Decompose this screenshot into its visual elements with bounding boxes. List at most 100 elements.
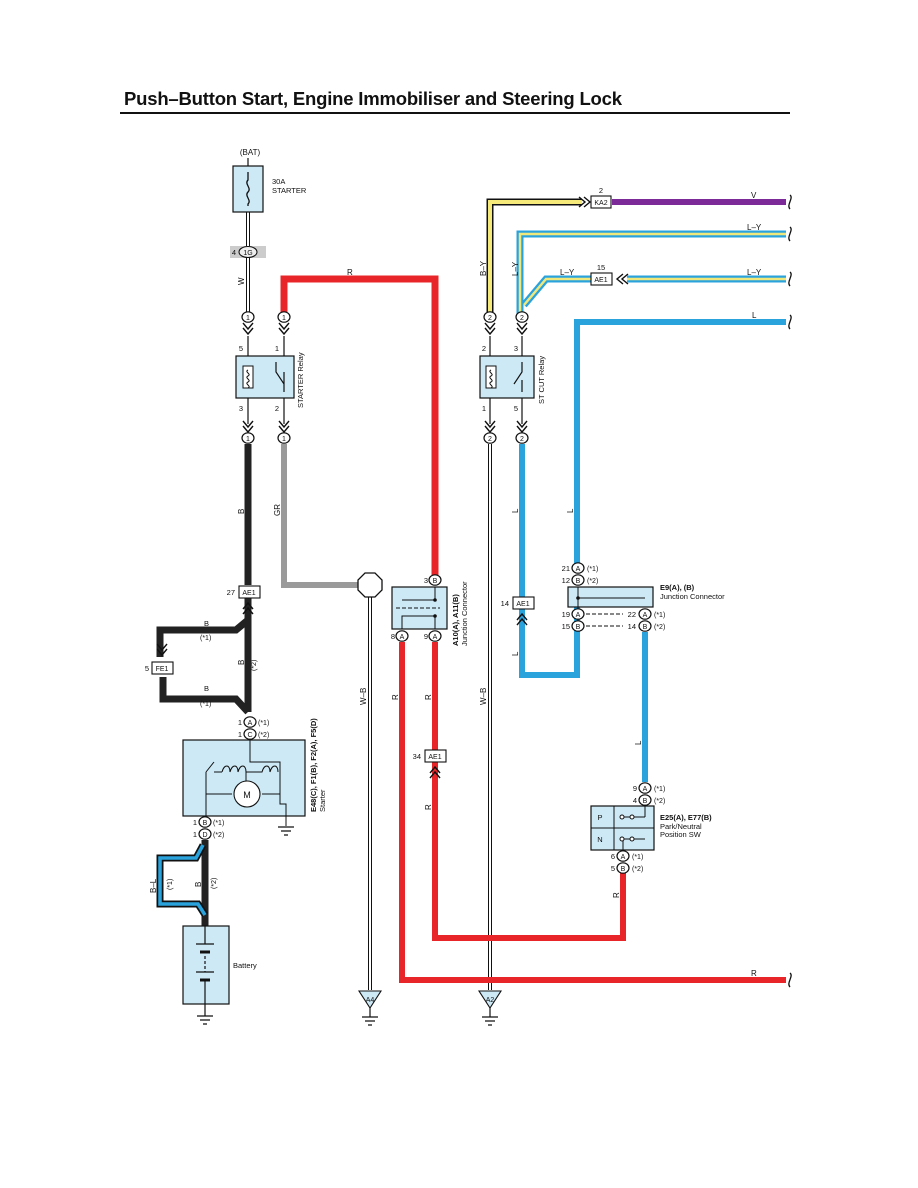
starter: A 1 (*1) C 1 (*2) M B 1 (*1) D 1 (*2) E4… — [182, 716, 327, 840]
starter-relay: 1 1 5 1 3 2 1 1 STARTER Relay — [235, 311, 305, 444]
ground-a2-label: A2 — [486, 997, 495, 1004]
svg-text:1: 1 — [282, 436, 286, 443]
starter-relay-name: STARTER Relay — [296, 352, 305, 408]
svg-text:(*1): (*1) — [167, 879, 174, 890]
wire-l-st — [519, 444, 580, 678]
pn-position-p: P — [597, 813, 602, 822]
starter-id: E48(C), F1(B), F2(A), F5(D) — [309, 718, 318, 812]
junction-a10-name: Junction Connector — [460, 581, 469, 646]
svg-text:(*2): (*2) — [258, 732, 269, 739]
svg-text:2: 2 — [488, 315, 492, 322]
wire-label-bl: B–L — [149, 878, 158, 893]
fuse-icon — [246, 172, 250, 206]
page-title: Push–Button Start, Engine Immobiliser an… — [124, 88, 622, 109]
motor-label: M — [243, 790, 251, 800]
svg-text:A: A — [576, 612, 581, 619]
starter-relay-pin-1: 1 — [275, 344, 279, 353]
svg-text:B: B — [643, 798, 648, 805]
wire-l-right — [574, 319, 786, 566]
svg-text:9: 9 — [633, 784, 637, 793]
st-cut-relay-name: ST CUT Relay — [537, 356, 546, 404]
svg-text:19: 19 — [562, 610, 570, 619]
wire-bl — [156, 843, 208, 917]
starter-name: Starter — [318, 789, 327, 812]
connector-ka2-pin: 2 — [599, 186, 603, 195]
svg-text:15: 15 — [562, 622, 570, 631]
svg-text:B: B — [576, 624, 581, 631]
svg-text:(*2): (*2) — [587, 578, 598, 585]
svg-text:A: A — [643, 786, 648, 793]
wire-label-r-top: R — [347, 268, 353, 277]
svg-text:A: A — [643, 612, 648, 619]
connector-1g-pin: 4 — [232, 248, 236, 257]
connector-ae1-r: AE1 34 — [413, 749, 447, 779]
svg-text:4: 4 — [633, 796, 637, 805]
wire-label-b-branch1: B — [204, 619, 209, 628]
connector-ka2-label: KA2 — [594, 200, 607, 207]
svg-text:1: 1 — [282, 315, 286, 322]
svg-text:D: D — [202, 832, 207, 839]
connector-ae1-st: AE1 14 — [501, 596, 535, 626]
junction-e9: A 21 (*1) B 12 (*2) A 19 22 A (*1) B 15 … — [562, 562, 725, 632]
svg-text:9: 9 — [424, 632, 428, 641]
svg-text:(*1): (*1) — [654, 612, 665, 619]
starter-relay-pin-3: 3 — [239, 404, 243, 413]
splice-point — [357, 572, 383, 598]
wire-label-ly-right2: L–Y — [747, 268, 762, 277]
svg-text:2: 2 — [520, 315, 524, 322]
wire-label-r-a9: R — [424, 694, 433, 700]
connector-ae1-st-label: AE1 — [516, 601, 529, 608]
svg-text:A: A — [400, 634, 405, 641]
connector-1g: 4 1G — [230, 245, 266, 259]
title-rule — [120, 112, 790, 114]
wire-label-r-a8: R — [391, 694, 400, 700]
wire-label-w: W — [237, 277, 246, 285]
wire-label-gr: GR — [273, 504, 282, 516]
wire-label-ly-mid: L–Y — [560, 268, 575, 277]
svg-text:A: A — [621, 854, 626, 861]
park-neutral-switch: A 9 (*1) B 4 (*2) P N A 6 (*1) B 5 (*2) … — [590, 782, 712, 874]
wire-r-a8 — [399, 642, 786, 983]
connector-ae1-top-label: AE1 — [594, 277, 607, 284]
park-neutral-id: E25(A), E77(B) — [660, 813, 712, 822]
wire-gr — [281, 444, 358, 588]
wire-label-r-bottom: R — [751, 969, 757, 978]
wire-label-l-st: L — [511, 508, 520, 513]
wire-ly — [516, 230, 786, 315]
svg-text:22: 22 — [628, 610, 636, 619]
svg-text:(*1): (*1) — [632, 854, 643, 861]
svg-text:B: B — [576, 578, 581, 585]
svg-text:(*1): (*1) — [587, 566, 598, 573]
connector-ae1-r-label: AE1 — [428, 754, 441, 761]
wire-by — [486, 198, 582, 315]
svg-text:A: A — [248, 720, 253, 727]
svg-text:1: 1 — [246, 436, 250, 443]
svg-text:1: 1 — [193, 818, 197, 827]
svg-text:12: 12 — [562, 576, 570, 585]
connector-1g-label: 1G — [243, 250, 252, 257]
fuse-name: STARTER — [272, 186, 307, 195]
note-branch1: (*1) — [200, 635, 211, 642]
connector-ae1-starter-label: AE1 — [242, 590, 255, 597]
park-neutral-name2: Position SW — [660, 830, 702, 839]
starter-relay-pin-2: 2 — [275, 404, 279, 413]
svg-text:8: 8 — [391, 632, 395, 641]
svg-text:3: 3 — [424, 576, 428, 585]
st-cut-relay-pin-1: 1 — [482, 404, 486, 413]
starter-coil-icon — [221, 765, 279, 773]
battery: Battery — [182, 925, 257, 1025]
connector-ae1-starter: AE1 27 — [227, 585, 261, 615]
connector-ae1-top-pin: 15 — [597, 263, 605, 272]
fuse-rating: 30A — [272, 177, 285, 186]
svg-text:21: 21 — [562, 564, 570, 573]
battery-icon — [196, 926, 214, 1016]
note-branch2: (*1) — [200, 701, 211, 708]
svg-text:C: C — [247, 732, 252, 739]
connector-fe1-label: FE1 — [156, 666, 169, 673]
pn-position-n: N — [597, 835, 602, 844]
wire-label-l-lower: L — [511, 651, 520, 656]
svg-text:A: A — [433, 634, 438, 641]
wire-label-b: B — [237, 509, 246, 514]
svg-text:B: B — [621, 866, 626, 873]
fuse-source-label: (BAT) — [240, 148, 261, 157]
